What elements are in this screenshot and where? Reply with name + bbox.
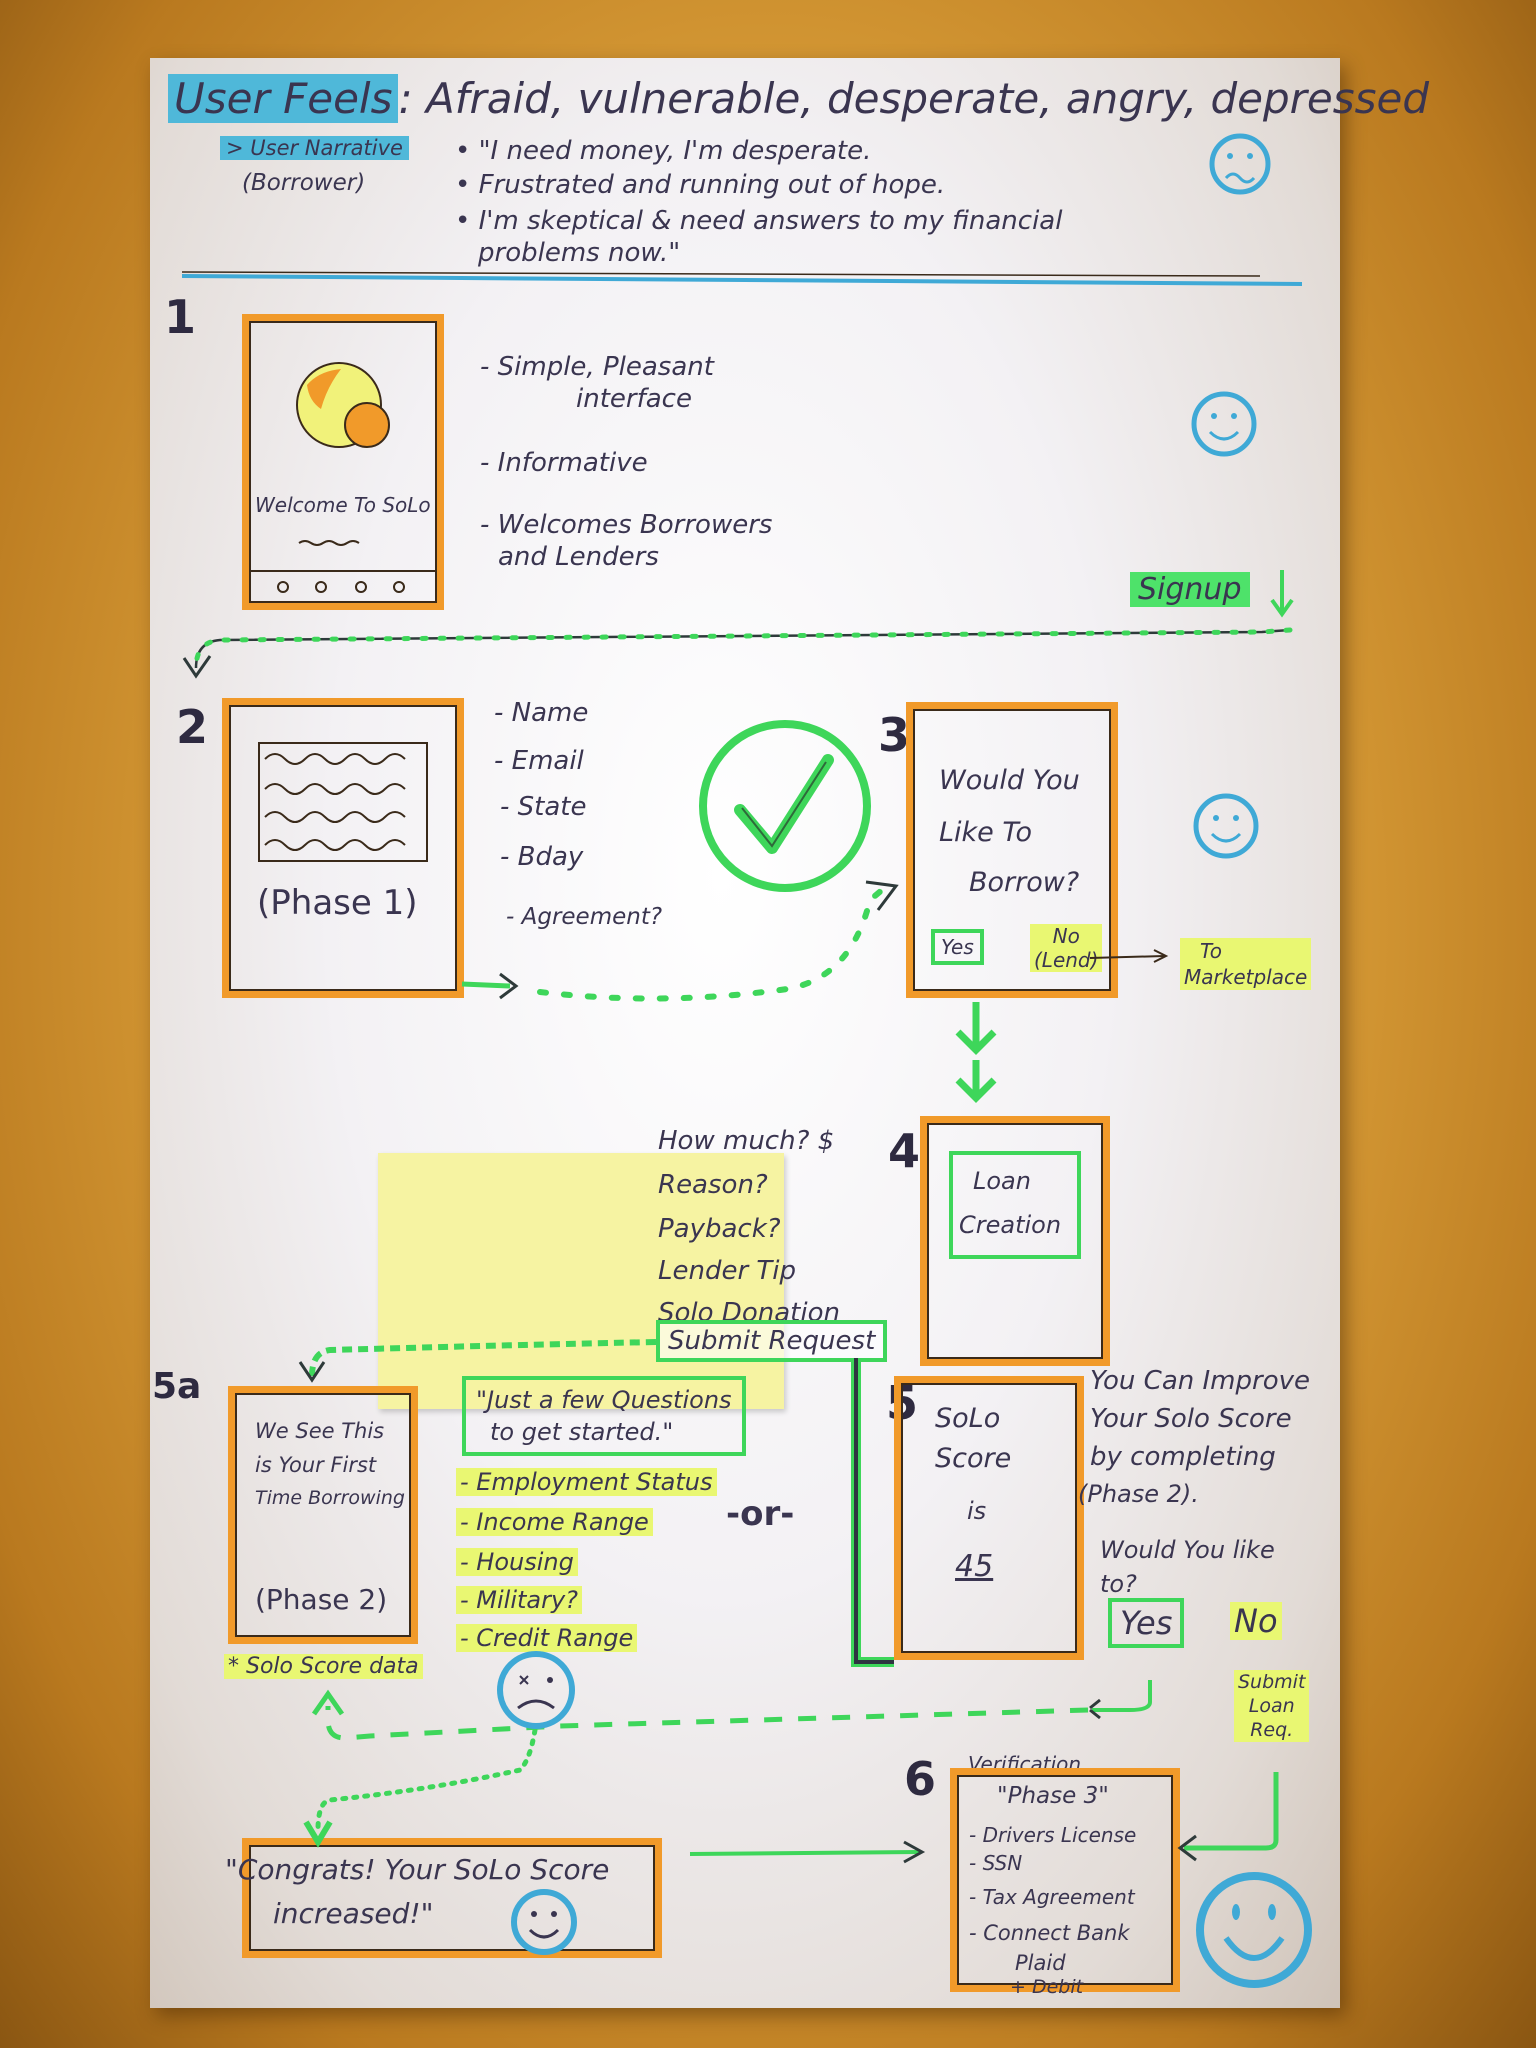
verify-ssn: - SSN xyxy=(969,1851,1023,1875)
item-military: - Military? xyxy=(456,1586,582,1614)
user-feels-text: : Afraid, vulnerable, desperate, angry, … xyxy=(398,74,1430,123)
loan-creation-text-1: Loan xyxy=(973,1167,1031,1195)
loan-question-reason: Reason? xyxy=(658,1170,768,1200)
step-1-note-5: and Lenders xyxy=(498,542,659,572)
no-lend-button[interactable]: No(Lend) xyxy=(1030,924,1103,972)
verify-license: - Drivers License xyxy=(969,1823,1137,1847)
verify-debit: + Debit xyxy=(1010,1976,1084,1998)
phase-2-yes-button[interactable]: Yes xyxy=(1108,1598,1185,1648)
step-4-screen: Loan Creation xyxy=(920,1116,1110,1366)
step-5-screen: SoLo Score is 45 xyxy=(894,1376,1084,1660)
narrative-label: > User Narrative xyxy=(220,136,409,160)
verify-tax: - Tax Agreement xyxy=(969,1885,1135,1909)
step-6-screen: "Phase 3" - Drivers License - SSN - Tax … xyxy=(950,1768,1180,1992)
quote-2: • Frustrated and running out of hope. xyxy=(455,170,946,200)
welcome-text: Welcome To SoLo xyxy=(255,493,431,517)
solo-score-value: 45 xyxy=(955,1549,994,1584)
loan-question-payback: Payback? xyxy=(658,1214,781,1244)
step-4-number: 4 xyxy=(888,1124,921,1178)
improve-line-2: Your Solo Score xyxy=(1090,1404,1292,1434)
step-1-number: 1 xyxy=(164,290,197,344)
item-income: - Income Range xyxy=(456,1508,653,1536)
step-2-number: 2 xyxy=(176,700,209,754)
solo-score-text-3: is xyxy=(967,1497,987,1525)
congrats-line-2: increased!" xyxy=(273,1897,434,1930)
narrative-sub: (Borrower) xyxy=(242,170,366,196)
ask-line-2: to? xyxy=(1100,1570,1137,1598)
item-housing: - Housing xyxy=(456,1548,578,1576)
quote-3: • I'm skeptical & need answers to my fin… xyxy=(455,206,1063,236)
item-credit: - Credit Range xyxy=(456,1624,638,1652)
welcome-logo-icon xyxy=(249,362,437,593)
congrats-screen: "Congrats! Your SoLo Score increased!" xyxy=(225,1838,662,1958)
step-1-note-1: - Simple, Pleasant xyxy=(480,352,714,382)
first-time-text-2: is Your First xyxy=(255,1453,377,1477)
field-email: - Email xyxy=(494,746,584,776)
step-2-screen: (Phase 1) xyxy=(222,698,464,998)
step-1-note-2: interface xyxy=(576,384,692,414)
step-3-number: 3 xyxy=(878,708,911,762)
quote-1: • "I need money, I'm desperate. xyxy=(455,136,872,166)
solo-score-data-note: * Solo Score data xyxy=(224,1654,423,1679)
signup-label: Signup xyxy=(1130,572,1250,607)
submit-request-button[interactable]: Submit Request xyxy=(656,1320,888,1362)
loan-question-amount: How much? $ xyxy=(658,1126,835,1156)
step-1-note-4: - Welcomes Borrowers xyxy=(480,510,773,540)
borrow-question-3: Borrow? xyxy=(969,867,1080,898)
solo-score-text-1: SoLo xyxy=(935,1403,1001,1434)
item-employment: - Employment Status xyxy=(456,1468,717,1496)
paper-sheet: User Feels: Afraid, vulnerable, desperat… xyxy=(150,58,1429,2008)
ask-line-1: Would You like xyxy=(1100,1536,1275,1564)
step-1-screen: Welcome To SoLo xyxy=(242,314,444,610)
first-time-text-3: Time Borrowing xyxy=(255,1487,405,1509)
loan-question-tip: Lender Tip xyxy=(658,1256,797,1286)
or-label: -or- xyxy=(726,1494,795,1534)
step-6-number: 6 xyxy=(904,1752,937,1806)
user-feels-line: User Feels: Afraid, vulnerable, desperat… xyxy=(168,74,1429,123)
congrats-line-1: "Congrats! Your SoLo Score xyxy=(225,1853,610,1886)
improve-line-4: (Phase 2). xyxy=(1078,1480,1199,1508)
quote-4: problems now." xyxy=(478,238,681,268)
verify-bank: - Connect Bank xyxy=(969,1921,1130,1945)
improve-line-3: by completing xyxy=(1090,1442,1276,1472)
scribbled-form-icon xyxy=(258,742,428,862)
step-3-screen: Would You Like To Borrow? Yes xyxy=(906,702,1118,998)
phase-1-text: (Phase 1) xyxy=(257,883,418,923)
yes-button[interactable]: Yes xyxy=(931,929,984,965)
phase-2-text: (Phase 2) xyxy=(255,1583,388,1616)
borrow-question-2: Like To xyxy=(939,817,1033,848)
loan-creation-box: Loan Creation xyxy=(949,1151,1081,1259)
step-5a-screen: We See This is Your First Time Borrowing… xyxy=(228,1386,418,1644)
step-1-note-3: - Informative xyxy=(480,448,648,478)
step-5a-number: 5a xyxy=(152,1366,202,1407)
first-time-text-1: We See This xyxy=(255,1419,385,1443)
improve-line-1: You Can Improve xyxy=(1090,1366,1310,1396)
solo-score-text-2: Score xyxy=(935,1443,1012,1474)
phase-3-text: "Phase 3" xyxy=(997,1783,1109,1809)
user-feels-label: User Feels xyxy=(168,74,399,123)
field-agreement: - Agreement? xyxy=(506,904,663,930)
verify-plaid: Plaid xyxy=(1015,1951,1066,1975)
phase-2-no-button[interactable]: No xyxy=(1230,1602,1282,1640)
field-state: - State xyxy=(500,792,587,822)
loan-creation-text-2: Creation xyxy=(959,1211,1062,1239)
field-name: - Name xyxy=(494,698,589,728)
borrow-question-1: Would You xyxy=(939,765,1080,796)
field-bday: - Bday xyxy=(500,842,584,872)
